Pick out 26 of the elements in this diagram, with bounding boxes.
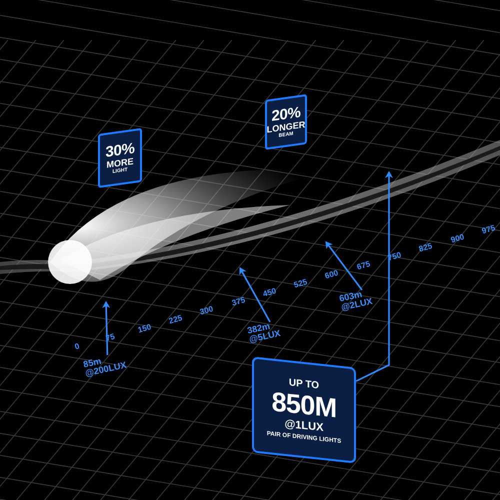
distance-tag: 603m @2LUX bbox=[338, 286, 386, 314]
panel-text: @1LUX bbox=[284, 418, 324, 434]
arrow bbox=[325, 241, 363, 290]
distance-tag: 382m @5LUX bbox=[246, 318, 294, 346]
distance-scale-label: 150 bbox=[136, 323, 152, 335]
stat-badge bbox=[98, 128, 142, 188]
distance-scale-label: 375 bbox=[230, 296, 246, 308]
distance-scale-label: 975 bbox=[481, 224, 496, 236]
distance-scale-label: 300 bbox=[199, 305, 214, 317]
distance-scale-label: 525 bbox=[293, 278, 308, 290]
distance-scale-label: 450 bbox=[262, 287, 277, 299]
distance-scale-label: 0 bbox=[74, 342, 80, 352]
distance-scale-label: 225 bbox=[168, 314, 184, 326]
badge-text: MORE bbox=[106, 156, 134, 170]
stat-badge bbox=[265, 94, 307, 150]
arrow bbox=[239, 267, 271, 322]
distance-scale-label: 600 bbox=[324, 269, 340, 281]
distance-scale-label: 75 bbox=[105, 332, 116, 344]
distance-scale-label: 750 bbox=[387, 251, 402, 263]
distance-scale-label: 675 bbox=[356, 260, 371, 272]
distance-scale-label: 825 bbox=[418, 242, 434, 254]
arrow bbox=[356, 171, 393, 382]
arrow bbox=[102, 301, 110, 356]
distance-scale-label: 900 bbox=[450, 233, 465, 245]
panel-text: UP TO bbox=[288, 378, 320, 392]
range-panel bbox=[252, 356, 356, 464]
